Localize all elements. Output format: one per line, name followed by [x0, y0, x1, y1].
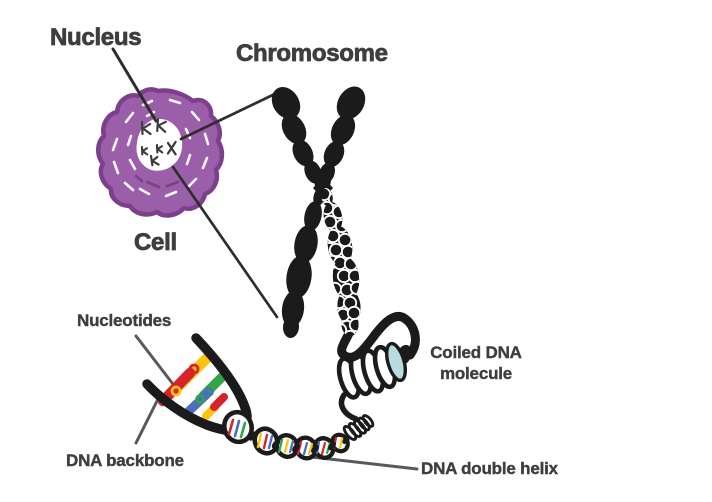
nucleotide-fork-yellow	[170, 385, 182, 397]
cytoplasm-dark-dashes	[134, 174, 180, 189]
dna-backbone-top-strand	[191, 333, 252, 422]
unwound-dna-illustration	[142, 333, 252, 436]
nucleotide-fork-blue	[204, 387, 214, 397]
nucleotides-label: Nucleotides	[77, 311, 172, 330]
nucleotide-fork-green	[195, 394, 205, 404]
cell-label: Cell	[134, 229, 178, 257]
nucleotide-bars	[157, 351, 228, 420]
chromosome-upper-left-arm	[271, 87, 326, 192]
chromosome-label: Chromosome	[236, 40, 389, 68]
coiled-dna-molecule-label: Coiled DNA molecule	[430, 343, 522, 383]
mini-chromosomes	[140, 117, 177, 167]
dna-backbone-label: DNA backbone	[66, 451, 184, 470]
dna-backbone-pointer-line	[134, 397, 160, 445]
helix-tight-zigzag	[342, 414, 375, 441]
chromosome-lower-left-leg	[281, 188, 325, 338]
helix-crossings	[248, 431, 350, 454]
cytoplasm-dashes	[111, 98, 210, 198]
dna-double-helix-label: DNA double helix	[421, 459, 559, 478]
cell-to-chromosome-lower-line	[171, 165, 279, 319]
dna-double-helix-illustration	[222, 392, 375, 461]
nucleus-label: Nucleus	[50, 24, 142, 52]
coil-ring-teal	[384, 341, 408, 383]
chromosome-to-coil-ribbon	[337, 312, 420, 362]
coiled-dna-illustration	[336, 312, 420, 400]
coil-to-helix-strand	[338, 392, 359, 422]
nucleotides-pointer-line	[134, 334, 178, 390]
cell-to-chromosome-upper-line	[179, 89, 283, 141]
coil-rings	[336, 344, 398, 400]
nucleus-pointer-line	[111, 47, 158, 123]
helix-loops	[222, 409, 350, 461]
cell-illustration	[96, 87, 225, 218]
nucleotide-bar-red-small	[210, 393, 228, 411]
nucleotide-fork-red	[188, 363, 200, 375]
